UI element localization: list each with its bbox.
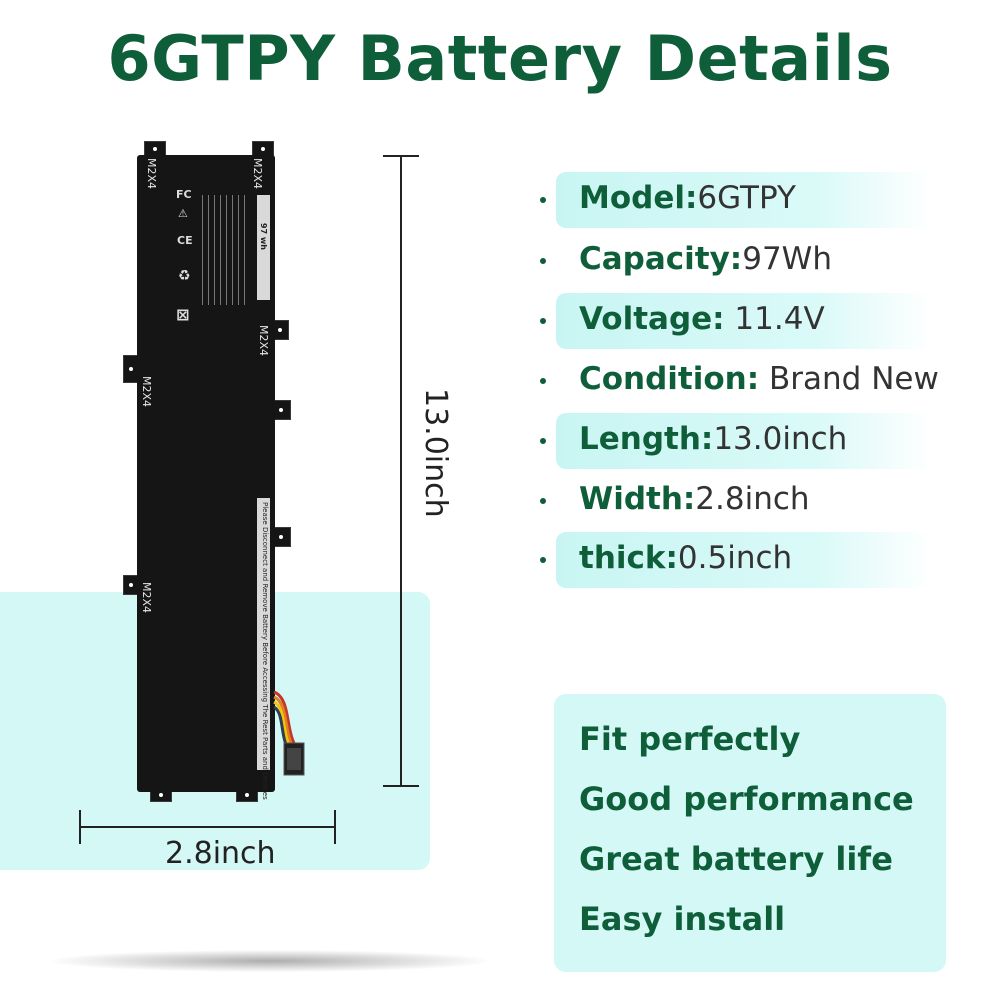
mount-tab (273, 400, 291, 420)
spec-model: Model:6GTPY (579, 180, 796, 216)
width-dimension-cap (334, 810, 336, 844)
battery-shadow (50, 950, 490, 972)
spec-key: thick: (579, 540, 678, 576)
capacity-sticker: 97 wh (257, 195, 270, 300)
bullet-icon (540, 318, 546, 324)
battery-connector-cable (273, 690, 305, 776)
battery-image (137, 155, 275, 792)
spec-value: 13.0inch (713, 421, 848, 457)
bullet-icon (540, 498, 546, 504)
spec-key: Length: (579, 421, 714, 457)
spec-capacity: Capacity:97Wh (579, 241, 832, 277)
mount-tab (273, 527, 291, 547)
width-dimension-label: 2.8inch (165, 836, 276, 871)
screw-label: M2X4 (251, 158, 264, 190)
screw-label: M2X4 (257, 325, 270, 357)
ce-icon: CE (177, 234, 193, 247)
feature-item: Easy install (579, 900, 786, 938)
page-title: 6GTPY Battery Details (107, 22, 893, 95)
features-box (554, 694, 946, 972)
warning-sticker (257, 498, 270, 770)
spec-width: Width:2.8inch (579, 481, 810, 517)
spec-key: Condition: (579, 361, 760, 397)
spec-condition: Condition: Brand New (579, 361, 939, 397)
spec-highlight (556, 293, 932, 349)
spec-highlight (556, 413, 932, 469)
mount-tab (123, 575, 141, 595)
spec-thick: thick:0.5inch (579, 540, 792, 576)
bullet-icon (540, 378, 546, 384)
bullet-icon (540, 557, 546, 563)
screw-label: M2X4 (140, 582, 153, 614)
mount-tab (273, 320, 289, 340)
warning-icon: ⚠ (178, 207, 188, 220)
weee-bin-icon: ⊠ (176, 305, 190, 324)
spec-value: 2.8inch (695, 481, 810, 517)
spec-value: 0.5inch (677, 540, 793, 576)
fcc-icon: FC (176, 188, 192, 201)
bullet-icon (540, 197, 546, 203)
spec-value: 6GTPY (697, 180, 796, 216)
spec-key: Capacity: (579, 241, 743, 277)
spec-value: 11.4V (724, 301, 825, 337)
spec-voltage: Voltage: 11.4V (579, 301, 825, 337)
spec-length: Length:13.0inch (579, 421, 847, 457)
bullet-icon (540, 438, 546, 444)
spec-highlight (556, 532, 932, 588)
spec-key: Voltage: (579, 301, 725, 337)
feature-item: Good performance (579, 780, 914, 818)
recycle-icon: ♻ (178, 268, 191, 284)
bullet-icon (540, 258, 546, 264)
length-dimension-line (400, 155, 402, 785)
length-dimension-cap (383, 155, 419, 157)
spec-key: Model: (579, 180, 698, 216)
width-dimension-line (80, 826, 335, 828)
screw-label: M2X4 (140, 376, 153, 408)
warning-sticker-text: Please Disconnect and Remove Battery Bef… (261, 502, 269, 800)
capacity-sticker-text: 97 wh (259, 223, 268, 251)
screw-label: M2X4 (145, 158, 158, 190)
spec-highlight (556, 172, 932, 228)
feature-item: Fit perfectly (579, 720, 801, 758)
length-dimension-label: 13.0inch (418, 388, 453, 518)
feature-item: Great battery life (579, 840, 893, 878)
length-dimension-cap (383, 785, 419, 787)
battery-spec-text (200, 195, 250, 305)
spec-value: Brand New (759, 361, 939, 397)
spec-key: Width: (579, 481, 696, 517)
width-dimension-cap (79, 810, 81, 844)
spec-value: 97Wh (742, 241, 832, 277)
